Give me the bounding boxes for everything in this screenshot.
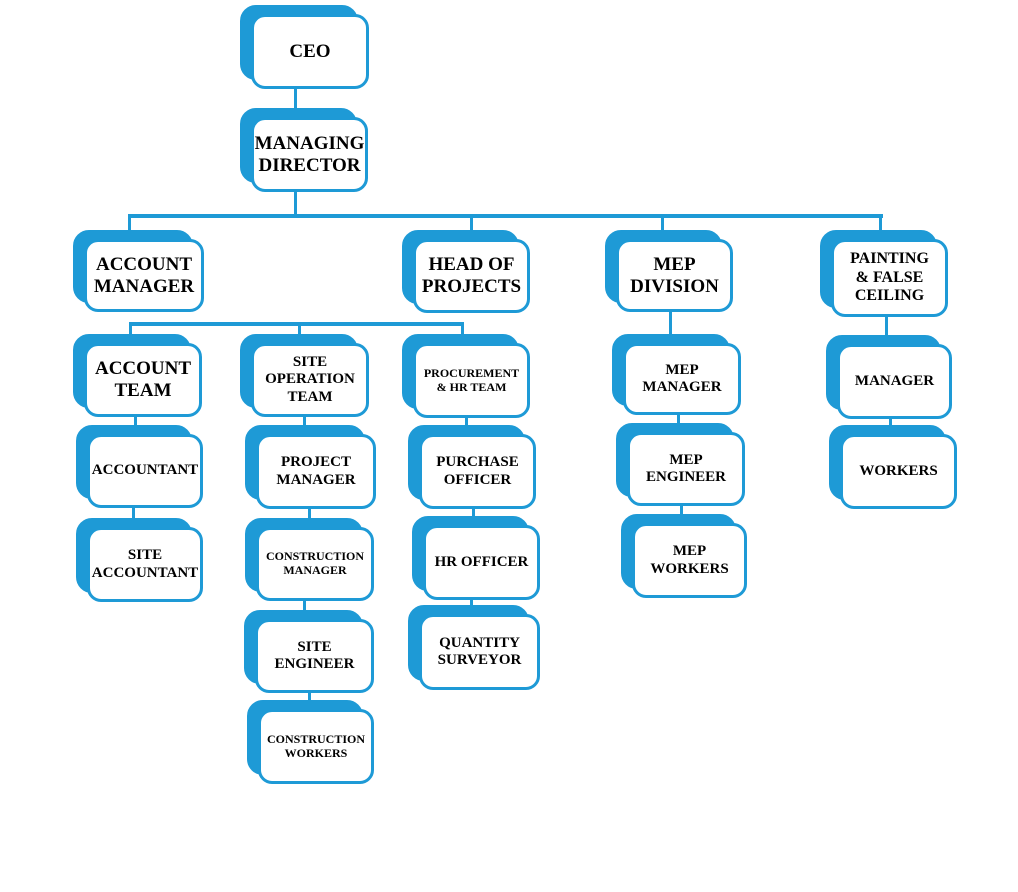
- node-procurement-hr-team: PROCUREMENT & HR TEAM: [402, 334, 530, 418]
- node-site-engineer-label: SITE ENGINEER: [255, 619, 374, 693]
- node-managing-director-label: MANAGING DIRECTOR: [251, 117, 368, 192]
- node-hr-officer-label: HR OFFICER: [423, 525, 540, 600]
- node-mep-division-label: MEP DIVISION: [616, 239, 733, 312]
- node-painting-workers-label: WORKERS: [840, 434, 957, 509]
- connector-construction-site-engineer: [303, 598, 306, 612]
- node-account-team-label: ACCOUNT TEAM: [84, 343, 202, 417]
- connector-account-team-accountant: [134, 414, 137, 428]
- connector-painting-manager-workers: [889, 416, 892, 428]
- connector-drop-account-manager: [128, 214, 131, 234]
- node-mep-engineer: MEP ENGINEER: [616, 423, 745, 506]
- connector-mep-manager-engineer: [677, 413, 680, 427]
- node-accountant-label: ACCOUNTANT: [87, 434, 203, 508]
- node-account-manager: ACCOUNT MANAGER: [73, 230, 204, 312]
- node-painting-false-ceiling-label: PAINTING & FALSE CEILING: [831, 239, 948, 317]
- connector-level3-bus: [129, 322, 464, 326]
- node-site-engineer: SITE ENGINEER: [244, 610, 374, 693]
- node-purchase-officer: PURCHASE OFFICER: [408, 425, 536, 509]
- node-mep-workers-label: MEP WORKERS: [632, 523, 747, 598]
- connector-level2-bus: [128, 214, 883, 218]
- connector-drop-head-of-projects: [470, 214, 473, 234]
- node-mep-manager-label: MEP MANAGER: [623, 343, 741, 415]
- node-construction-manager: CONSTRUCTION MANAGER: [245, 518, 374, 601]
- node-project-manager: PROJECT MANAGER: [245, 425, 376, 509]
- node-construction-workers-label: CONSTRUCTION WORKERS: [258, 709, 374, 784]
- node-painting-manager: MANAGER: [826, 335, 952, 419]
- connector-drop-painting: [879, 214, 882, 234]
- node-painting-workers: WORKERS: [829, 425, 957, 509]
- node-project-manager-label: PROJECT MANAGER: [256, 434, 376, 509]
- node-mep-manager: MEP MANAGER: [612, 334, 741, 415]
- connector-drop-procurement-hr-team: [461, 322, 464, 336]
- connector-md-down: [294, 190, 297, 217]
- connector-mep-division-manager: [669, 308, 672, 338]
- connector-project-construction-manager: [308, 507, 311, 521]
- node-construction-manager-label: CONSTRUCTION MANAGER: [256, 527, 374, 601]
- node-site-operation-team-label: SITE OPERATION TEAM: [251, 343, 369, 417]
- node-quantity-surveyor-label: QUANTITY SURVEYOR: [419, 614, 540, 690]
- node-purchase-officer-label: PURCHASE OFFICER: [419, 434, 536, 509]
- connector-drop-account-team: [129, 322, 132, 336]
- node-construction-workers: CONSTRUCTION WORKERS: [247, 700, 374, 784]
- connector-drop-site-operation-team: [298, 322, 301, 336]
- connector-site-engineer-workers: [308, 690, 311, 704]
- connector-painting-manager: [885, 316, 888, 340]
- node-mep-division: MEP DIVISION: [605, 230, 733, 312]
- node-site-accountant-label: SITE ACCOUNTANT: [87, 527, 203, 602]
- connector-site-op-project-manager: [303, 414, 306, 428]
- node-site-accountant: SITE ACCOUNTANT: [76, 518, 203, 602]
- connector-procurement-purchase: [465, 416, 468, 430]
- node-ceo-label: CEO: [251, 14, 369, 89]
- node-managing-director: MANAGING DIRECTOR: [240, 108, 368, 192]
- connector-ceo-md: [294, 88, 297, 114]
- connector-drop-mep-division: [661, 214, 664, 234]
- node-ceo: CEO: [240, 5, 369, 89]
- node-account-manager-label: ACCOUNT MANAGER: [84, 239, 204, 312]
- node-mep-engineer-label: MEP ENGINEER: [627, 432, 745, 506]
- node-head-of-projects-label: HEAD OF PROJECTS: [413, 239, 530, 313]
- connector-mep-engineer-workers: [680, 503, 683, 517]
- node-quantity-surveyor: QUANTITY SURVEYOR: [408, 605, 540, 690]
- node-painting-false-ceiling: PAINTING & FALSE CEILING: [820, 230, 948, 317]
- node-painting-manager-label: MANAGER: [837, 344, 952, 419]
- node-mep-workers: MEP WORKERS: [621, 514, 747, 598]
- node-accountant: ACCOUNTANT: [76, 425, 203, 508]
- node-head-of-projects: HEAD OF PROJECTS: [402, 230, 530, 313]
- node-hr-officer: HR OFFICER: [412, 516, 540, 600]
- node-procurement-hr-team-label: PROCUREMENT & HR TEAM: [413, 343, 530, 418]
- node-account-team: ACCOUNT TEAM: [73, 334, 202, 417]
- connector-accountant-site-accountant: [132, 505, 135, 521]
- connector-purchase-hr-officer: [472, 507, 475, 521]
- node-site-operation-team: SITE OPERATION TEAM: [240, 334, 369, 417]
